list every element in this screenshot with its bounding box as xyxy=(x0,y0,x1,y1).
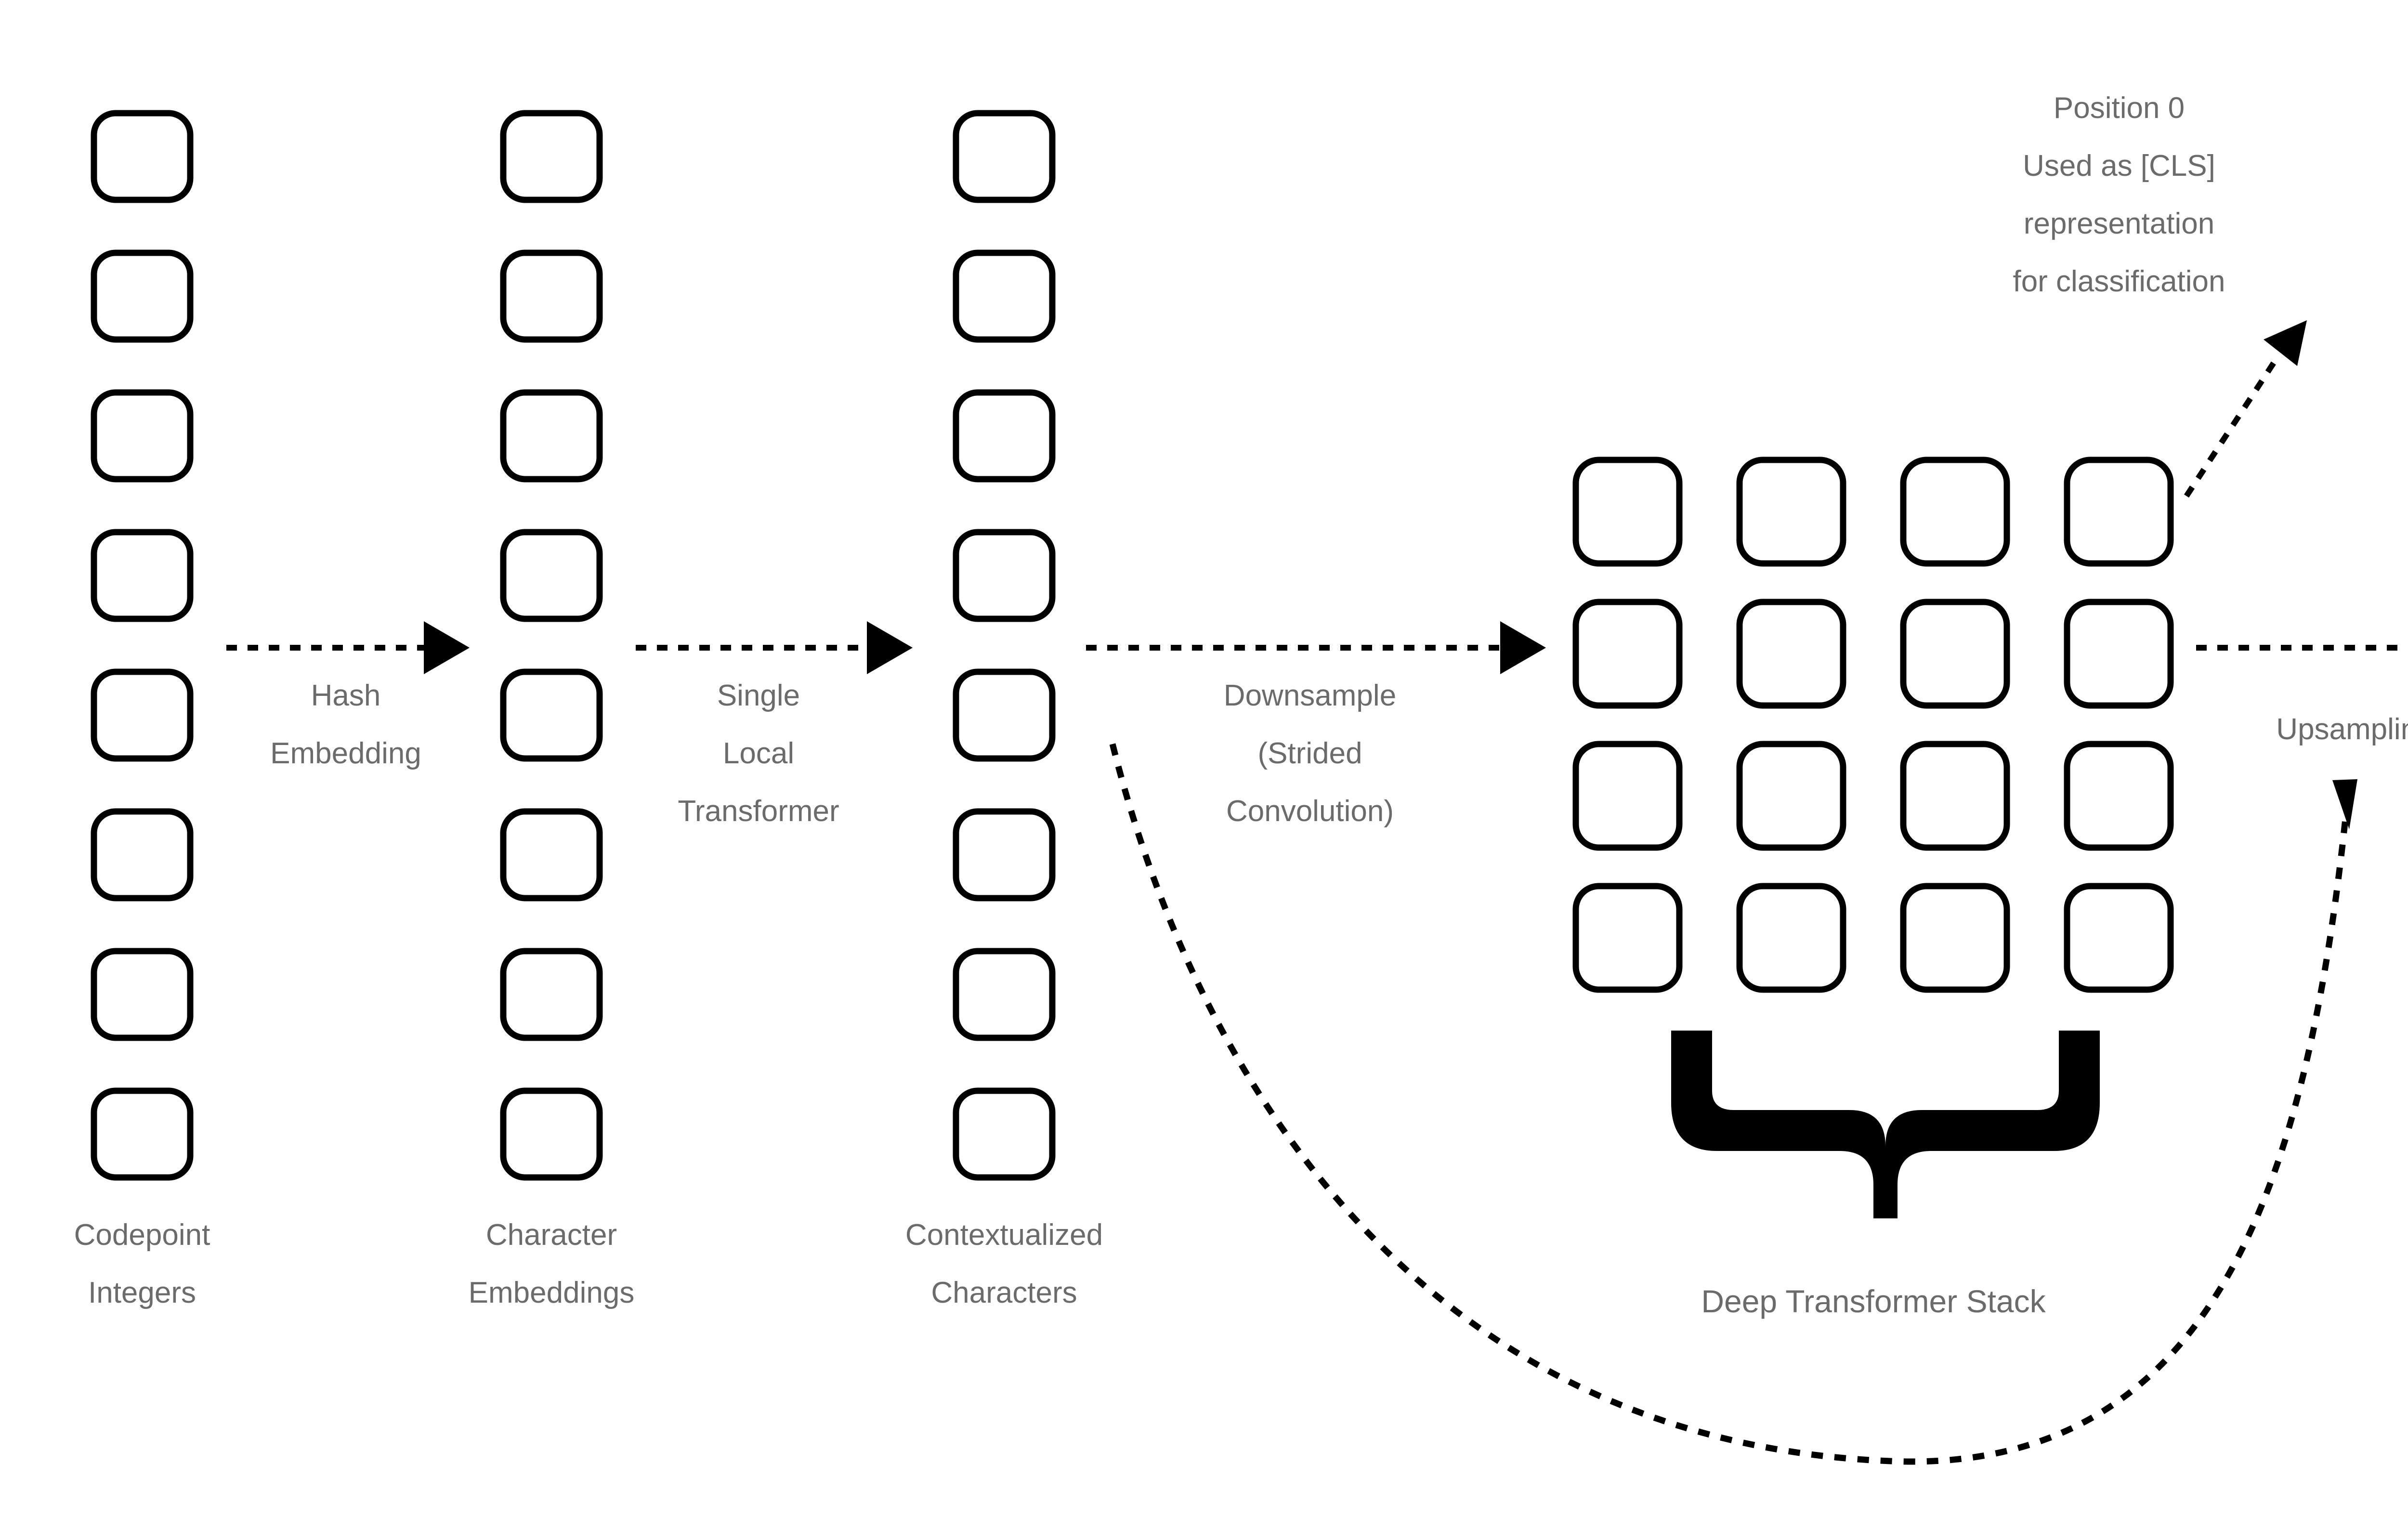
annotation-line: Position 0 xyxy=(2054,91,2185,125)
arrow-label-line: Downsample xyxy=(1224,679,1396,712)
column-caption-line: Contextualized xyxy=(905,1218,1103,1252)
cell-box xyxy=(500,948,603,1041)
arrow-label-line: Embedding xyxy=(270,737,421,770)
arrow-hash-embedding: Hash Embedding xyxy=(226,621,470,770)
arrow-label-line: Local xyxy=(723,737,794,770)
arrow-label-line: Hash xyxy=(311,679,381,712)
arrowhead-icon xyxy=(867,621,913,674)
annotation-pointer-shaft xyxy=(2184,354,2281,498)
cell-box xyxy=(91,389,194,483)
arrow-single-local-transformer: Single Local Transformer xyxy=(636,621,913,828)
transformer-stack-brace xyxy=(1671,1031,2100,1218)
arrow-residual-skip-connection xyxy=(1109,743,2357,1465)
column-caption-line: Characters xyxy=(931,1276,1077,1309)
arrow-label-line: Transformer xyxy=(678,795,839,828)
arrow-label-line: Upsampling xyxy=(2276,713,2408,746)
grid-cell-box xyxy=(2064,741,2174,851)
column-deep-transformer-stack: Deep Transformer Stack xyxy=(1572,457,2174,1319)
grid-cell-box xyxy=(1572,599,1683,709)
annotation-line: representation xyxy=(2024,207,2214,240)
column-codepoint-integers: Codepoint Integers xyxy=(74,110,210,1309)
grid-cell-box xyxy=(1736,599,1846,709)
cell-box xyxy=(953,808,1056,902)
arrowhead-icon xyxy=(2264,320,2307,366)
cell-box xyxy=(953,668,1056,762)
grid-cell-box xyxy=(1572,741,1683,851)
arrow-label-line: Convolution) xyxy=(1226,795,1394,828)
cell-box xyxy=(500,249,603,343)
column-caption-line: Character xyxy=(486,1218,617,1252)
annotation-cls-position-note: Position 0 Used as [CLS] representation … xyxy=(2013,91,2307,498)
cell-box xyxy=(91,948,194,1041)
cell-box xyxy=(91,668,194,762)
grid-cell-box xyxy=(1900,457,2010,567)
cell-box xyxy=(91,110,194,203)
cell-box xyxy=(953,948,1056,1041)
cell-box xyxy=(953,389,1056,483)
arrow-label-line: (Strided xyxy=(1257,737,1362,770)
cell-box xyxy=(500,668,603,762)
cell-box xyxy=(500,110,603,203)
annotation-line: for classification xyxy=(2013,265,2225,298)
arrowhead-icon xyxy=(1500,621,1546,674)
grid-cell-box xyxy=(1736,883,1846,993)
column-caption-line: Embeddings xyxy=(469,1276,635,1309)
cell-box xyxy=(953,529,1056,622)
cell-box xyxy=(91,529,194,622)
grid-cell-box xyxy=(1900,741,2010,851)
cell-box xyxy=(500,808,603,902)
skip-connection-curve xyxy=(1109,743,2349,1465)
column-caption-line: Deep Transformer Stack xyxy=(1701,1283,2046,1319)
grid-cell-box xyxy=(1736,457,1846,567)
cell-box xyxy=(91,1087,194,1181)
column-caption-line: Integers xyxy=(88,1276,196,1309)
cell-box xyxy=(500,529,603,622)
grid-cell-box xyxy=(1900,599,2010,709)
arrow-downsample-strided-convolution: Downsample (Strided Convolution) xyxy=(1086,621,1546,828)
cell-box xyxy=(500,1087,603,1181)
cell-box xyxy=(91,249,194,343)
column-caption-line: Codepoint xyxy=(74,1218,210,1252)
grid-cell-box xyxy=(2064,883,2174,993)
cell-box xyxy=(953,1087,1056,1181)
curly-brace-icon xyxy=(1671,1031,2100,1218)
arrowhead-icon xyxy=(2332,779,2357,829)
arrow-upsampling: Upsampling xyxy=(2196,645,2408,746)
cell-box xyxy=(500,389,603,483)
arrow-label-line: Single xyxy=(717,679,800,712)
column-character-embeddings: Character Embeddings xyxy=(469,110,635,1309)
cell-box xyxy=(953,249,1056,343)
grid-cell-box xyxy=(1572,457,1683,567)
grid-cell-box xyxy=(1736,741,1846,851)
arrowhead-icon xyxy=(424,621,470,674)
cell-box xyxy=(953,110,1056,203)
grid-cell-box xyxy=(1900,883,2010,993)
grid-cell-box-top-right xyxy=(2064,457,2174,567)
annotation-line: Used as [CLS] xyxy=(2023,149,2215,183)
grid-cell-box xyxy=(1572,883,1683,993)
column-contextualized-characters: Contextualized Characters xyxy=(905,110,1103,1309)
cell-box xyxy=(91,808,194,902)
grid-cell-box xyxy=(2064,599,2174,709)
